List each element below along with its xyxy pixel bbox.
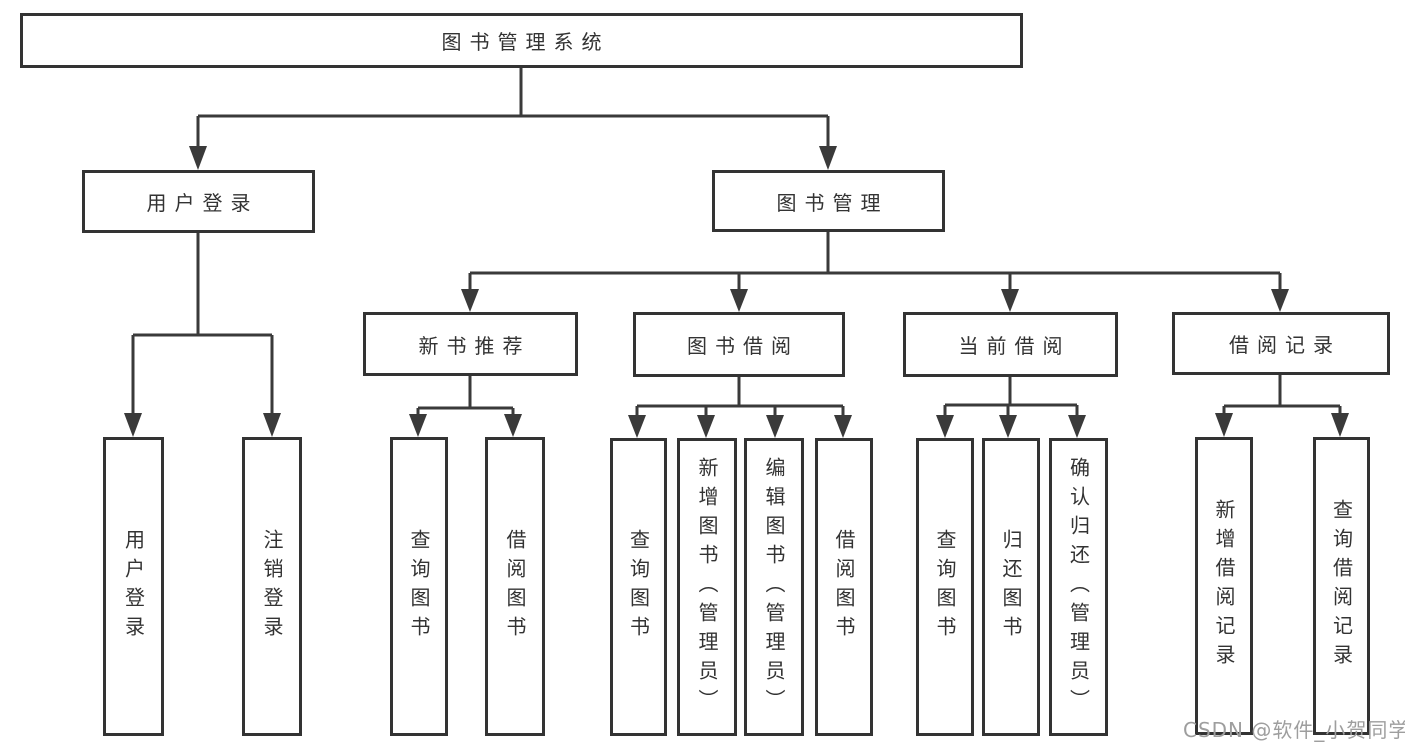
leaf-logout-label: 注销登录 xyxy=(260,528,284,645)
node-book-borrow-label: 图书借阅 xyxy=(687,334,799,358)
leaf-return-books-label: 归还图书 xyxy=(999,529,1023,645)
node-new-book-recommend-label: 新书推荐 xyxy=(418,333,531,358)
leaf-add-books-admin-label: 新增图书（管理员） xyxy=(695,456,719,718)
connector-book-borrow-children xyxy=(635,377,845,419)
node-book-management-label: 图书管理 xyxy=(776,190,889,215)
arrowheads xyxy=(124,146,1349,438)
leaf-edit-books-admin: 编辑图书（管理员） xyxy=(744,438,804,736)
leaf-add-borrow-record-label: 新增借阅记录 xyxy=(1212,499,1236,673)
connector-root-to-level2 xyxy=(196,68,830,150)
leaf-user-login: 用户登录 xyxy=(103,437,164,736)
leaf-borrow-books-recommend: 借阅图书 xyxy=(485,437,545,736)
node-current-borrow-label: 当前借阅 xyxy=(958,334,1071,358)
leaf-query-books-recommend: 查询图书 xyxy=(390,437,448,736)
node-new-book-recommend: 新书推荐 xyxy=(363,312,578,376)
leaf-query-books-current-label: 查询图书 xyxy=(933,529,957,645)
connector-borrow-records-children xyxy=(1222,375,1342,418)
node-root-label: 图书管理系统 xyxy=(441,30,610,54)
node-current-borrow: 当前借阅 xyxy=(903,312,1118,377)
leaf-query-borrow-record-label: 查询借阅记录 xyxy=(1329,499,1354,673)
leaf-confirm-return-admin-label: 确认归还（管理员） xyxy=(1066,456,1091,718)
node-user-login: 用户登录 xyxy=(82,170,315,233)
node-borrow-records-label: 借阅记录 xyxy=(1229,333,1341,357)
csdn-watermark: CSDN @软件_小贺同学 xyxy=(1183,718,1405,742)
leaf-query-books-borrow-label: 查询图书 xyxy=(626,529,651,645)
leaf-user-login-label: 用户登录 xyxy=(121,528,146,645)
connector-current-borrow-children xyxy=(943,377,1079,419)
connector-user-login-children xyxy=(131,233,274,418)
leaf-return-books: 归还图书 xyxy=(982,438,1040,736)
leaf-query-borrow-record: 查询借阅记录 xyxy=(1313,437,1370,735)
node-root: 图书管理系统 xyxy=(20,13,1023,68)
leaf-add-borrow-record: 新增借阅记录 xyxy=(1195,437,1253,735)
node-book-borrow: 图书借阅 xyxy=(633,312,845,377)
leaf-borrow-books-label: 借阅图书 xyxy=(832,529,856,645)
leaf-edit-books-admin-label: 编辑图书（管理员） xyxy=(762,456,786,718)
leaf-query-books-current: 查询图书 xyxy=(916,438,974,736)
leaf-add-books-admin: 新增图书（管理员） xyxy=(677,438,737,736)
leaf-confirm-return-admin: 确认归还（管理员） xyxy=(1049,438,1108,736)
leaf-query-books-recommend-label: 查询图书 xyxy=(407,528,431,645)
leaf-borrow-books-recommend-label: 借阅图书 xyxy=(503,528,527,645)
leaf-borrow-books: 借阅图书 xyxy=(815,438,873,736)
node-book-management: 图书管理 xyxy=(712,170,945,232)
leaf-query-books-borrow: 查询图书 xyxy=(610,438,667,736)
connector-new-book-recommend-children xyxy=(416,376,515,418)
connector-book-management-children xyxy=(468,232,1282,293)
leaf-logout: 注销登录 xyxy=(242,437,302,736)
node-borrow-records: 借阅记录 xyxy=(1172,312,1390,375)
node-user-login-label: 用户登录 xyxy=(146,191,259,215)
